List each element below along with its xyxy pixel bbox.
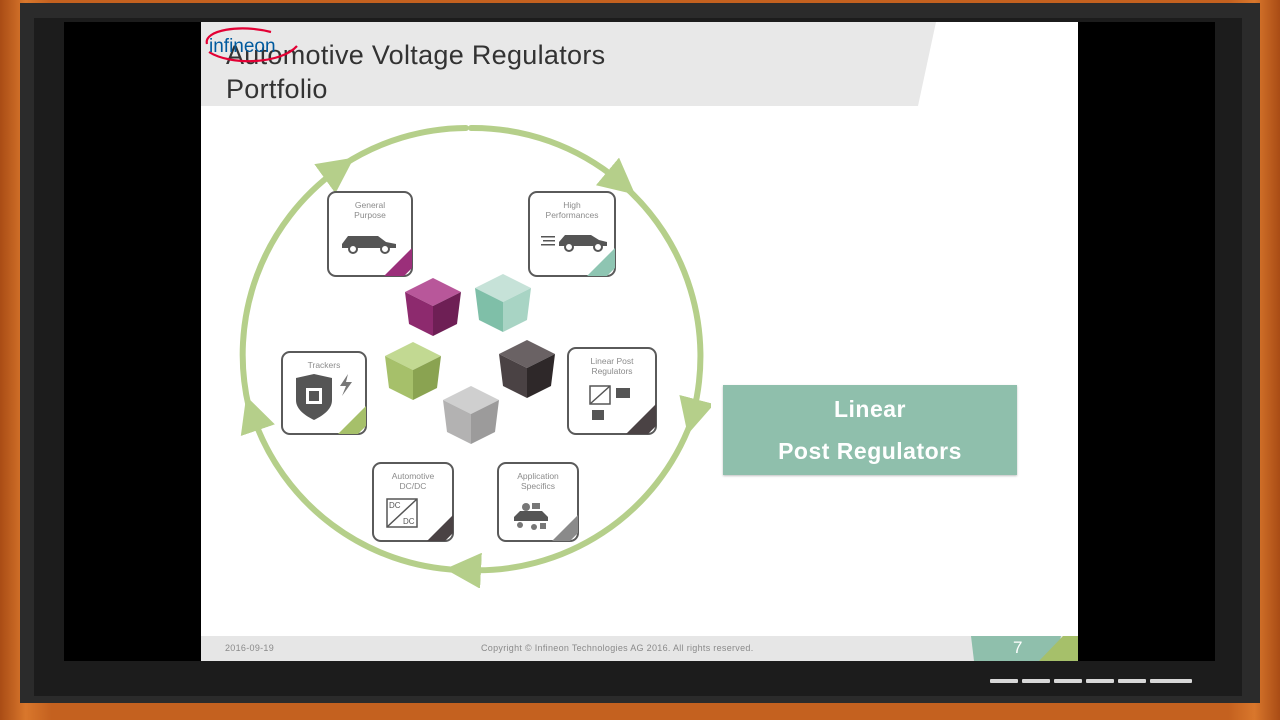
card-general-purpose: General Purpose xyxy=(327,191,413,277)
lightning-icon xyxy=(340,374,352,396)
card-label-line1: Linear Post xyxy=(591,356,635,366)
card-high-performances: High Performances xyxy=(528,191,616,277)
portfolio-cycle-diagram: General Purpose High Performances xyxy=(239,124,711,588)
cube-dark xyxy=(499,340,555,398)
title-band-shape xyxy=(201,22,936,106)
svg-text:DC: DC xyxy=(389,501,401,510)
card-trackers: Trackers xyxy=(281,351,367,435)
shield-chip-icon xyxy=(296,374,332,420)
cycle-arrow-top-right xyxy=(468,124,636,195)
cube-grey xyxy=(443,386,499,444)
dc-dc-icon: DC DC xyxy=(386,498,418,528)
indicator-dot xyxy=(1118,679,1146,683)
cube-magenta xyxy=(405,278,461,336)
slide-title: Automotive Voltage Regulators Portfolio xyxy=(226,38,605,106)
indicator-dot xyxy=(990,679,1018,683)
page-number: 7 xyxy=(1013,638,1023,657)
card-label-line1: General xyxy=(355,200,385,210)
callout-line1: Linear xyxy=(833,396,907,422)
callout-box: Linear Post Regulators xyxy=(723,385,1017,475)
card-automotive-dcdc: Automotive DC/DC DC DC xyxy=(372,462,454,542)
card-label-line2: Performances xyxy=(546,210,599,220)
card-label-line1: Application xyxy=(517,471,559,481)
indicator-dot xyxy=(1150,679,1192,683)
indicator-dot xyxy=(1022,679,1050,683)
slide-title-line1: Automotive Voltage Regulators xyxy=(226,40,606,70)
cycle-arrow-bottom-left xyxy=(240,396,462,573)
presentation-slide: Automotive Voltage Regulators Portfolio … xyxy=(201,22,1078,661)
svg-text:DC: DC xyxy=(403,517,415,526)
callout-line2: Post Regulators xyxy=(778,438,962,464)
card-label-line2: Regulators xyxy=(591,366,632,376)
slide-footer: 2016-09-19 Copyright © Infineon Technolo… xyxy=(201,636,1078,661)
card-application-specifics: Application Specifics xyxy=(497,462,579,542)
footer-copyright: Copyright © Infineon Technologies AG 201… xyxy=(481,643,754,653)
cycle-arrow-bottom-right xyxy=(445,419,694,588)
cycle-arrow-right xyxy=(620,182,711,435)
footer-date: 2016-09-19 xyxy=(225,643,275,653)
cycle-arrow-top-left xyxy=(340,125,469,168)
page-number-tab: 7 xyxy=(971,636,1078,661)
indicator-dot xyxy=(1086,679,1114,683)
fast-car-icon xyxy=(541,235,607,252)
page-number-shape xyxy=(971,636,1078,661)
infineon-logo: infineon xyxy=(205,27,298,63)
card-label-line1: Trackers xyxy=(308,360,341,370)
cycle-arrows xyxy=(239,124,711,588)
regulator-chip-icon xyxy=(589,385,630,420)
svg-text:infineon: infineon xyxy=(209,36,276,57)
card-label-line2: Purpose xyxy=(354,210,386,220)
monitor-indicator-dots xyxy=(990,679,1200,685)
cube-teal xyxy=(475,274,531,332)
card-label-line2: DC/DC xyxy=(400,481,427,491)
slide-title-line2: Portfolio xyxy=(226,74,328,104)
card-label-line2: Specifics xyxy=(521,481,555,491)
title-band: Automotive Voltage Regulators Portfolio … xyxy=(201,22,1078,106)
cube-green xyxy=(385,342,441,400)
cycle-arrow-left xyxy=(239,157,355,411)
car-icon xyxy=(342,236,396,254)
car-parts-icon xyxy=(514,503,548,530)
card-linear-post-regulators: Linear Post Regulators xyxy=(567,347,657,435)
card-label-line1: High xyxy=(563,200,581,210)
indicator-dot xyxy=(1054,679,1082,683)
card-label-line1: Automotive xyxy=(392,471,435,481)
